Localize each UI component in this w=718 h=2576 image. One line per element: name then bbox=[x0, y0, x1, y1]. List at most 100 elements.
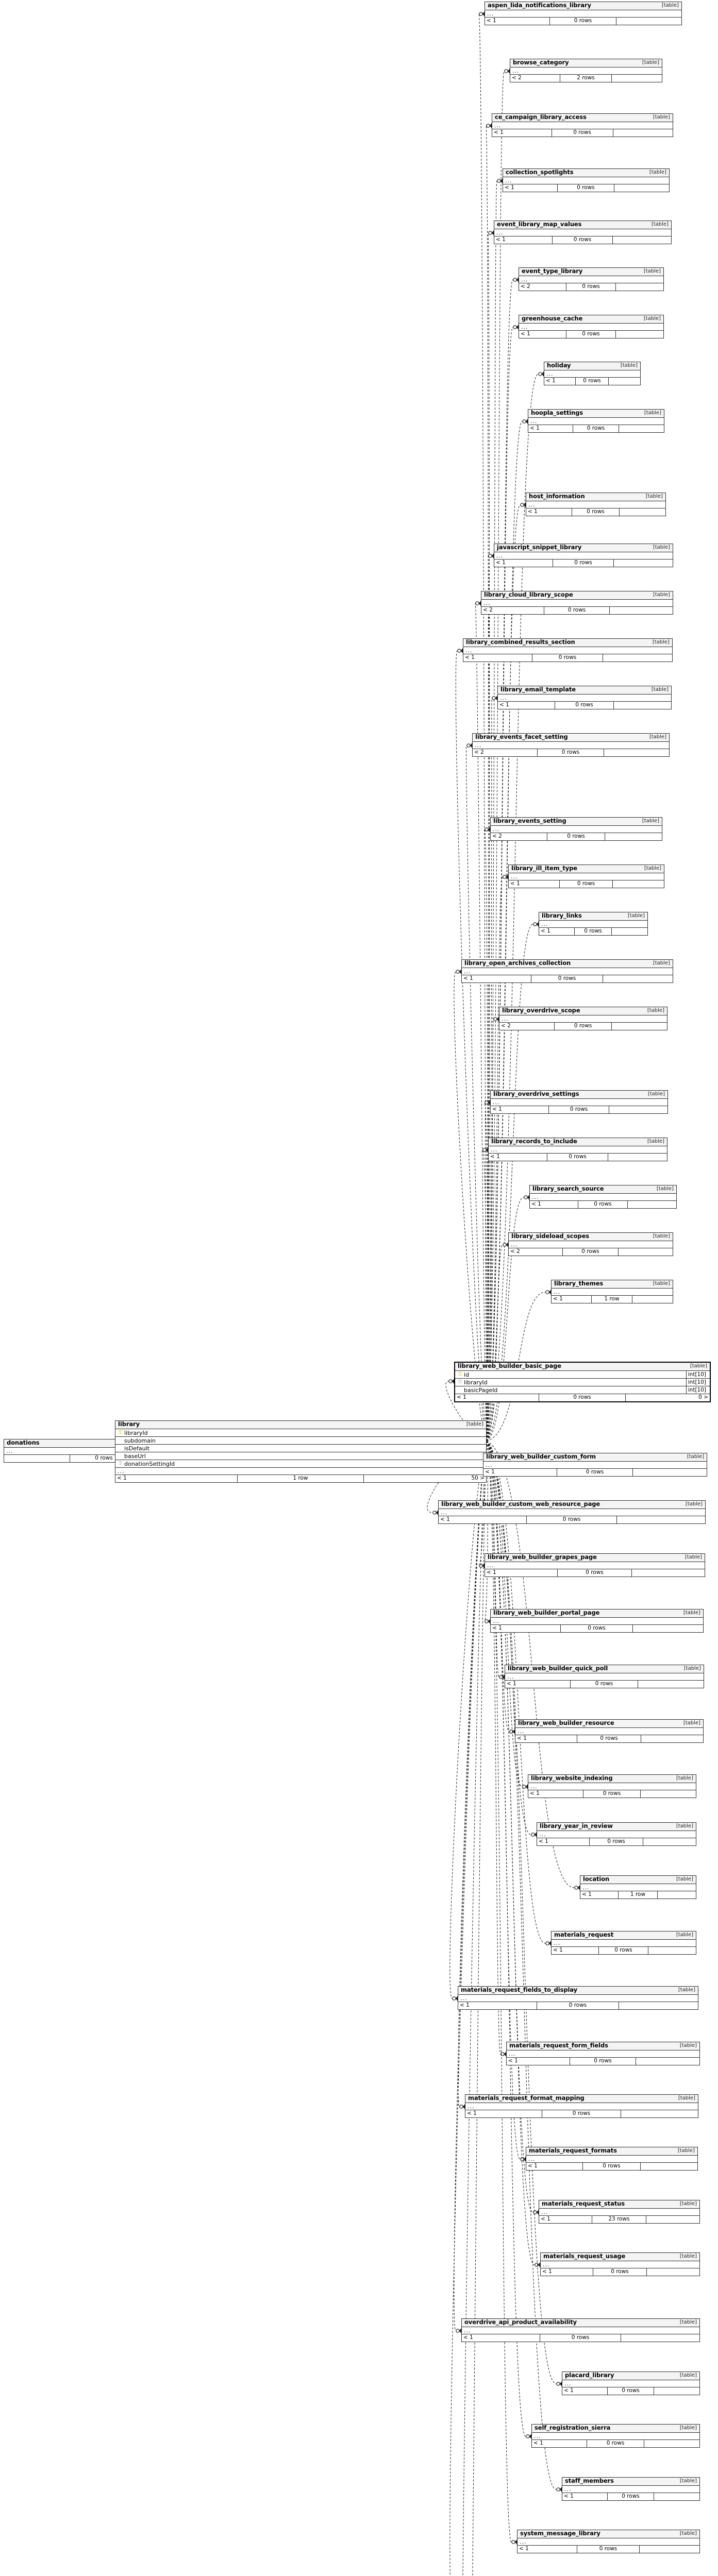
columns-collapsed-ellipsis[interactable]: ... bbox=[562, 2380, 699, 2387]
table-node[interactable]: materials_request_fields_to_display[tabl… bbox=[458, 1986, 698, 2010]
table-header[interactable]: library_email_template[table] bbox=[498, 686, 671, 694]
table-node[interactable]: library_events_facet_setting[table]...< … bbox=[472, 733, 670, 757]
table-header[interactable]: collection_spotlights[table] bbox=[503, 169, 669, 177]
columns-collapsed-ellipsis[interactable]: ... bbox=[465, 2103, 698, 2110]
table-header[interactable]: library_overdrive_settings[table] bbox=[491, 1091, 667, 1099]
table-header[interactable]: event_library_map_values[table] bbox=[494, 221, 671, 229]
table-header[interactable]: library_themes[table] bbox=[552, 1280, 673, 1289]
columns-collapsed-ellipsis[interactable]: ... bbox=[509, 1241, 673, 1248]
table-header[interactable]: library[table] bbox=[115, 1421, 486, 1429]
columns-collapsed-ellipsis[interactable]: ... bbox=[503, 177, 669, 184]
table-header[interactable]: library_events_facet_setting[table] bbox=[473, 734, 669, 742]
table-header[interactable]: greenhouse_cache[table] bbox=[519, 315, 663, 324]
columns-collapsed-ellipsis[interactable]: ... bbox=[462, 2327, 699, 2334]
columns-collapsed-ellipsis[interactable]: ... bbox=[526, 501, 665, 509]
table-node[interactable]: library_open_archives_collection[table].… bbox=[461, 959, 673, 983]
table-node[interactable]: library_web_builder_custom_form[table]..… bbox=[483, 1453, 707, 1477]
table-header[interactable]: library_web_builder_grapes_page[table] bbox=[485, 1554, 705, 1562]
table-header[interactable]: materials_request_form_fields[table] bbox=[507, 2042, 699, 2050]
columns-collapsed-ellipsis[interactable]: ... bbox=[510, 67, 662, 75]
columns-collapsed-ellipsis[interactable]: ... bbox=[473, 742, 669, 749]
columns-collapsed-ellipsis[interactable]: ... bbox=[481, 600, 673, 607]
table-node[interactable]: aspen_lida_notifications_library[table].… bbox=[485, 2, 682, 25]
columns-collapsed-ellipsis[interactable]: ... bbox=[519, 324, 663, 331]
columns-collapsed-ellipsis[interactable]: ... bbox=[494, 552, 673, 560]
columns-collapsed-ellipsis[interactable]: ... bbox=[539, 2209, 699, 2216]
table-node[interactable]: materials_request_format_mapping[table].… bbox=[465, 2094, 698, 2118]
columns-collapsed-ellipsis[interactable]: ... bbox=[491, 1099, 667, 1106]
table-header[interactable]: system_message_library[table] bbox=[517, 2530, 699, 2538]
table-header[interactable]: library_cloud_library_scope[table] bbox=[481, 591, 673, 600]
columns-collapsed-ellipsis[interactable]: ... bbox=[526, 2156, 697, 2163]
table-column-row[interactable]: baseUrl bbox=[115, 1452, 486, 1460]
table-node[interactable]: library_web_builder_basic_page[table]⚿id… bbox=[454, 1362, 711, 1402]
table-header[interactable]: ce_campaign_library_access[table] bbox=[492, 114, 673, 122]
table-node[interactable]: materials_request_form_fields[table]...<… bbox=[506, 2042, 700, 2065]
table-header[interactable]: holiday[table] bbox=[544, 362, 640, 370]
columns-collapsed-ellipsis[interactable]: ... bbox=[537, 1831, 696, 1838]
columns-collapsed-ellipsis[interactable]: ... bbox=[580, 1884, 696, 1891]
columns-collapsed-ellipsis[interactable]: ... bbox=[530, 1194, 676, 1201]
columns-collapsed-ellipsis[interactable]: ... bbox=[491, 826, 662, 833]
table-header[interactable]: materials_request_format_mapping[table] bbox=[465, 2095, 698, 2103]
columns-collapsed-ellipsis[interactable]: ... bbox=[552, 1940, 696, 1947]
table-header[interactable]: library_events_setting[table] bbox=[491, 818, 662, 826]
table-node[interactable]: library_combined_results_section[table].… bbox=[463, 638, 673, 662]
columns-collapsed-ellipsis[interactable]: ... bbox=[489, 1146, 667, 1154]
columns-collapsed-ellipsis[interactable]: ... bbox=[498, 694, 671, 702]
table-column-row[interactable]: subdomain bbox=[115, 1437, 486, 1445]
table-column-row[interactable]: isDefault bbox=[115, 1445, 486, 1452]
table-node[interactable]: overdrive_api_product_availability[table… bbox=[461, 2318, 700, 2342]
table-header[interactable]: library_web_builder_basic_page[table] bbox=[455, 1363, 710, 1371]
columns-collapsed-ellipsis[interactable]: ... bbox=[509, 873, 664, 880]
table-header[interactable]: materials_request_formats[table] bbox=[526, 2147, 697, 2156]
table-node[interactable]: library_web_builder_grapes_page[table]..… bbox=[485, 1553, 705, 1577]
table-header[interactable]: library_web_builder_custom_web_resource_… bbox=[439, 1501, 705, 1509]
table-header[interactable]: hoopla_settings[table] bbox=[528, 410, 664, 418]
columns-collapsed-ellipsis[interactable]: ... bbox=[115, 1468, 486, 1475]
table-node[interactable]: library_web_builder_resource[table]...< … bbox=[515, 1719, 704, 1743]
table-header[interactable]: javascript_snippet_library[table] bbox=[494, 544, 673, 552]
columns-collapsed-ellipsis[interactable]: ... bbox=[541, 2261, 699, 2268]
columns-collapsed-ellipsis[interactable]: ... bbox=[491, 1618, 703, 1625]
columns-collapsed-ellipsis[interactable]: ... bbox=[458, 1995, 698, 2002]
table-header[interactable]: placard_library[table] bbox=[562, 2372, 699, 2380]
table-header[interactable]: library_overdrive_scope[table] bbox=[499, 1007, 667, 1015]
table-header[interactable]: location[table] bbox=[580, 1876, 696, 1884]
table-header[interactable]: aspen_lida_notifications_library[table] bbox=[485, 2, 681, 10]
table-header[interactable]: event_type_library[table] bbox=[519, 268, 663, 276]
columns-collapsed-ellipsis[interactable]: ... bbox=[544, 370, 640, 378]
columns-collapsed-ellipsis[interactable]: ... bbox=[485, 1562, 705, 1569]
table-header[interactable]: library_links[table] bbox=[539, 912, 647, 921]
columns-collapsed-ellipsis[interactable]: ... bbox=[485, 10, 681, 18]
table-column-row[interactable]: ⚿donationSettingId bbox=[115, 1460, 486, 1468]
columns-collapsed-ellipsis[interactable]: ... bbox=[499, 1015, 667, 1023]
columns-collapsed-ellipsis[interactable]: ... bbox=[463, 647, 672, 654]
columns-collapsed-ellipsis[interactable]: ... bbox=[519, 276, 663, 283]
columns-collapsed-ellipsis[interactable]: ... bbox=[494, 229, 671, 236]
